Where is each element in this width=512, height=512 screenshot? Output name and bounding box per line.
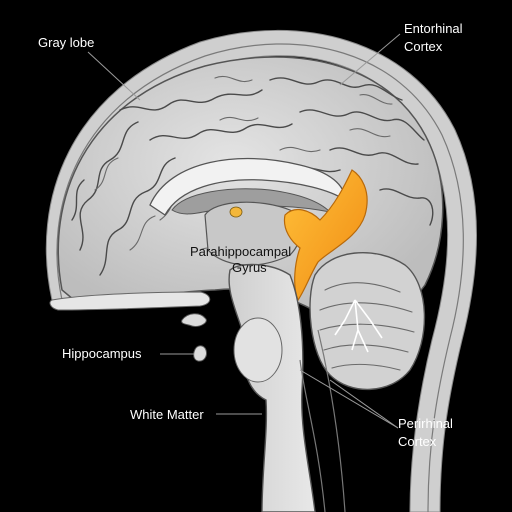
label-entorhinal-line1: Entorhinal xyxy=(404,21,463,36)
small-orange-nucleus xyxy=(229,206,243,218)
label-parahippocampal-line2: Gyrus xyxy=(232,260,267,275)
optic-chiasm xyxy=(181,313,207,327)
cerebellum xyxy=(309,252,426,391)
label-white-matter: White Matter xyxy=(130,407,204,422)
hippocampus-shape xyxy=(193,345,207,362)
label-hippocampus: Hippocampus xyxy=(62,346,142,361)
leader-lines xyxy=(87,33,401,429)
label-entorhinal-line2: Cortex xyxy=(404,39,443,54)
label-parahippocampal-line1: Parahippocampal xyxy=(190,244,291,259)
skull-inner-ring xyxy=(56,43,464,512)
label-gray-lobe: Gray lobe xyxy=(38,35,94,50)
parahippocampal-highlight xyxy=(283,169,368,302)
label-perirhinal-line1: Perirhinal xyxy=(398,416,453,431)
spinal-cord-outline xyxy=(299,329,346,512)
pons xyxy=(233,317,283,383)
label-perirhinal-line2: Cortex xyxy=(398,434,437,449)
frontal-base xyxy=(49,291,211,311)
